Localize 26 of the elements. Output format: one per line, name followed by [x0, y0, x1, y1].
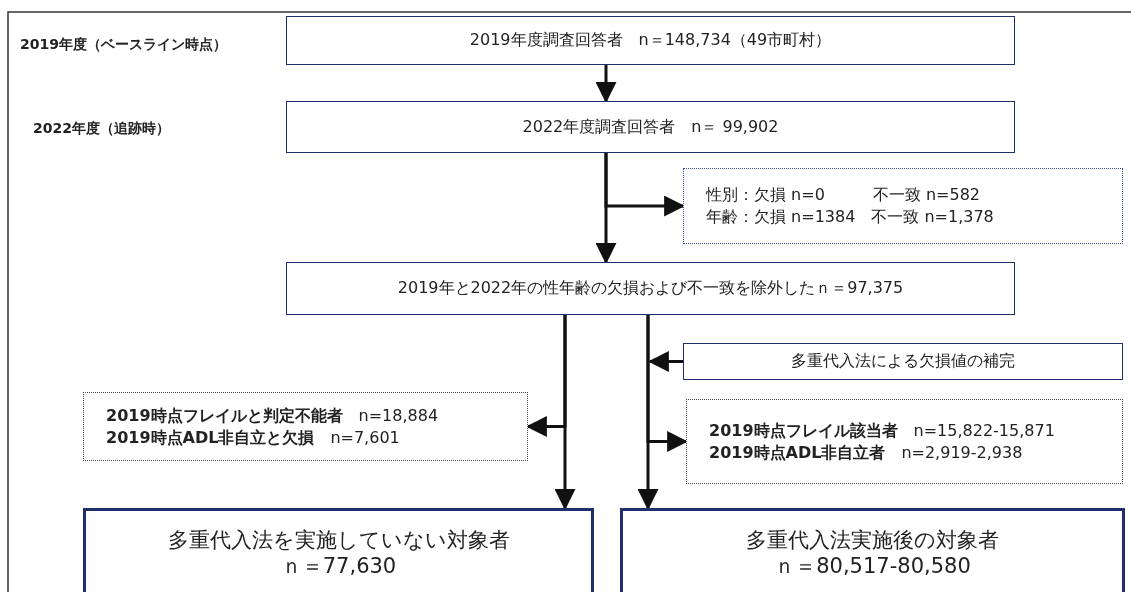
exclusion-box — [686, 399, 1123, 484]
box-text: 2019年度調査回答者 n＝148,734（49市町村） — [469, 30, 832, 51]
box-text: 年齢：欠損 n=1384 不一致 n=1,378 — [706, 206, 994, 228]
process-box — [286, 101, 1015, 153]
arrow — [647, 351, 683, 372]
box-text: 多重代入法を実施していない対象者 — [167, 526, 510, 553]
exclusion-box — [83, 392, 528, 461]
box-text: 2019年と2022年の性年齢の欠損および不一致を除外したｎ＝97,375 — [397, 278, 904, 299]
box-text: 2019時点フレイルと判定不能者 n=18,884 — [106, 404, 439, 427]
stage-label: 2019年度（ベースライン時点） — [20, 36, 227, 54]
box-text: ｎ＝77,630 — [280, 553, 397, 580]
box-text: 多重代入法実施後の対象者 — [746, 526, 999, 553]
result-box — [620, 508, 1125, 592]
box-text: 多重代入法による欠損値の補完 — [791, 351, 1015, 372]
box-text: 2019時点フレイル該当者 n=15,822-15,871 — [709, 419, 1055, 442]
stage-label: 2022年度（追跡時） — [33, 120, 170, 138]
process-box — [683, 343, 1123, 380]
box-text: 2019時点ADL非自立者 n=2,919-2,938 — [709, 441, 1023, 464]
box-text: ｎ＝80,517-80,580 — [774, 553, 971, 580]
box-text: 2019時点ADL非自立と欠損 n=7,601 — [106, 426, 400, 449]
exclusion-box — [683, 168, 1123, 244]
result-box — [83, 508, 594, 592]
process-box — [286, 262, 1015, 315]
process-box — [286, 16, 1015, 65]
box-text: 2022年度調査回答者 n＝ 99,902 — [522, 116, 779, 138]
box-text: 性別：欠損 n=0 不一致 n=582 — [706, 184, 980, 206]
